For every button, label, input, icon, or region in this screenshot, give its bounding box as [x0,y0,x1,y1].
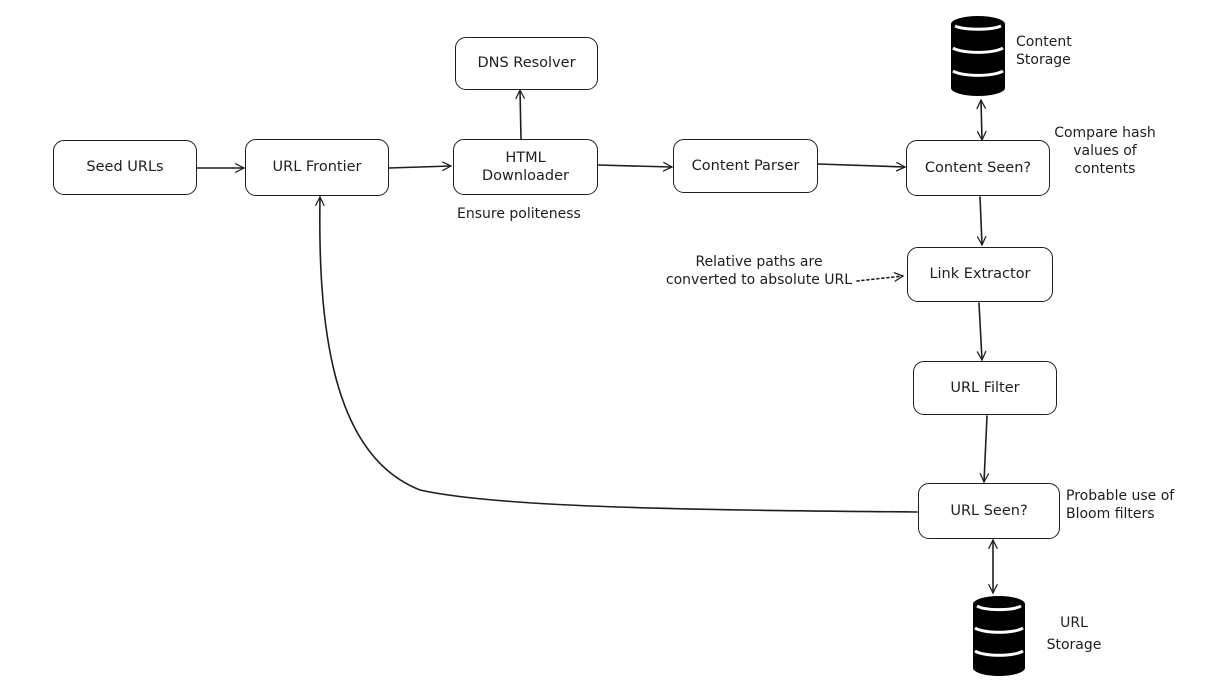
content-storage-icon [951,16,1005,96]
edge-downloader-to-dns [515,89,525,140]
edge-frontier-to-downloader [388,161,452,172]
link-extractor-label: Link Extractor [929,266,1031,283]
html-downloader-label: HTML Downloader [482,149,569,184]
edge-url-seen-to-frontier [315,196,918,513]
relative-paths-note: Relative paths are converted to absolute… [665,254,853,289]
bloom-filters-note: Probable use of Bloom filters [1066,488,1175,523]
ensure-politeness-note: Ensure politeness [457,206,581,222]
content-seen-node[interactable]: Content Seen? [906,140,1050,196]
compare-hash-note: Compare hash values of contents [1054,125,1156,178]
url-filter-label: URL Filter [950,379,1020,396]
url-frontier-label: URL Frontier [272,159,362,176]
url-seen-node[interactable]: URL Seen? [918,483,1060,539]
dns-resolver-node[interactable]: DNS Resolver [455,37,598,90]
content-seen-label: Content Seen? [924,159,1032,176]
url-storage-label: URL Storage [1046,615,1102,654]
edge-note-to-link-extractor [856,272,904,282]
url-seen-label: URL Seen? [950,502,1028,519]
content-storage-label: Content Storage [1016,34,1072,68]
link-extractor-node[interactable]: Link Extractor [907,247,1053,302]
html-downloader-node[interactable]: HTML Downloader [453,139,598,195]
url-frontier-node[interactable]: URL Frontier [245,139,389,196]
edge-content-seen-to-link-extractor [976,196,987,246]
content-parser-node[interactable]: Content Parser [673,139,818,193]
seed-urls-node[interactable]: Seed URLs [53,140,197,195]
edge-downloader-to-parser [597,161,673,172]
edge-content-seen-storage [976,99,987,141]
edge-link-extractor-to-filter [976,302,987,361]
content-parser-label: Content Parser [691,157,800,174]
edge-parser-to-content-seen [817,161,906,172]
seed-urls-label: Seed URLs [86,159,164,176]
url-storage-icon [973,596,1025,676]
dns-resolver-label: DNS Resolver [477,55,576,72]
edge-filter-to-url-seen [979,415,990,483]
url-filter-node[interactable]: URL Filter [913,361,1057,415]
